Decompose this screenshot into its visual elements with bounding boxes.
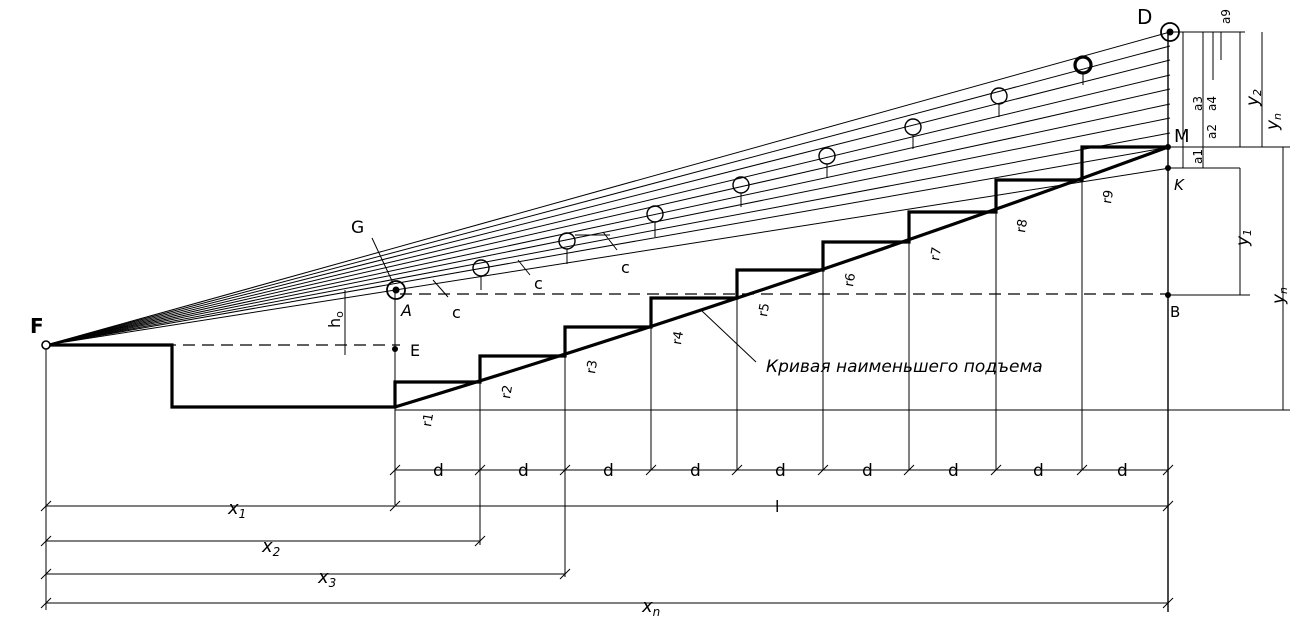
point-E: E bbox=[392, 341, 420, 360]
svg-text:d: d bbox=[1117, 461, 1128, 481]
clearance-labels: c c c bbox=[432, 231, 630, 322]
point-F: F bbox=[30, 314, 51, 350]
svg-text:yn: yn bbox=[1269, 287, 1290, 305]
svg-text:F: F bbox=[30, 314, 44, 338]
svg-text:d: d bbox=[603, 461, 614, 481]
svg-text:a9: a9 bbox=[1219, 9, 1233, 24]
svg-text:B: B bbox=[1170, 303, 1180, 321]
svg-text:r6: r6 bbox=[842, 272, 859, 288]
row-width-dimensions: d d d d d d d d d bbox=[395, 461, 1168, 481]
svg-text:l: l bbox=[775, 497, 779, 516]
svg-text:E: E bbox=[410, 341, 420, 360]
svg-text:G: G bbox=[351, 218, 364, 238]
sightline-fan bbox=[45, 31, 1171, 346]
svg-text:yn: yn bbox=[1263, 113, 1284, 131]
svg-text:r4: r4 bbox=[670, 330, 687, 346]
svg-text:D: D bbox=[1137, 5, 1152, 29]
svg-text:K: K bbox=[1174, 176, 1185, 194]
row-division-lines bbox=[45, 32, 1290, 612]
point-G-A: G A bbox=[351, 218, 412, 320]
svg-text:c: c bbox=[452, 303, 461, 322]
eye-offset-dimension: ho bbox=[325, 290, 346, 355]
svg-text:d: d bbox=[775, 461, 786, 481]
horizontal-distance-dimensions: x1 l x2 x3 xn bbox=[46, 497, 1168, 619]
svg-text:d: d bbox=[433, 461, 444, 481]
svg-text:x3: x3 bbox=[317, 567, 336, 590]
svg-text:a4: a4 bbox=[1205, 96, 1219, 111]
least-rise-curve-label: Кривая наименьшего подъема bbox=[701, 310, 1043, 377]
svg-text:y2: y2 bbox=[1243, 89, 1264, 107]
svg-text:d: d bbox=[690, 461, 701, 481]
svg-text:r1: r1 bbox=[420, 412, 437, 428]
svg-text:d: d bbox=[518, 461, 529, 481]
svg-text:ho: ho bbox=[325, 311, 346, 328]
svg-text:c: c bbox=[534, 274, 543, 293]
svg-text:xn: xn bbox=[641, 596, 660, 619]
svg-text:M: M bbox=[1174, 126, 1190, 147]
riser-labels: r1 r2 r3 r4 r5 r6 r7 r8 r9 bbox=[420, 189, 1117, 428]
svg-text:r3: r3 bbox=[584, 359, 601, 375]
svg-text:x2: x2 bbox=[261, 536, 280, 559]
svg-text:d: d bbox=[1033, 461, 1044, 481]
svg-text:r7: r7 bbox=[928, 246, 945, 262]
dimension-ticks bbox=[40, 464, 1174, 609]
svg-text:r8: r8 bbox=[1014, 218, 1031, 234]
least-rise-curve bbox=[394, 145, 1169, 409]
svg-text:r2: r2 bbox=[499, 384, 516, 400]
spectator-eye-markers bbox=[472, 55, 1093, 290]
svg-text:a2: a2 bbox=[1205, 124, 1219, 139]
svg-text:A: A bbox=[400, 301, 412, 320]
svg-text:a1: a1 bbox=[1191, 149, 1205, 164]
svg-text:x1: x1 bbox=[227, 498, 246, 521]
point-B: B bbox=[1165, 292, 1180, 321]
svg-text:Кривая наименьшего подъема: Кривая наименьшего подъема bbox=[766, 357, 1043, 377]
svg-text:r5: r5 bbox=[756, 302, 773, 318]
svg-text:d: d bbox=[948, 461, 959, 481]
rise-dimension-chain: a1 a2 a3 a4 a9 bbox=[1168, 9, 1290, 296]
svg-text:c: c bbox=[621, 258, 630, 277]
svg-text:y1: y1 bbox=[1233, 229, 1254, 247]
svg-text:r9: r9 bbox=[1100, 189, 1117, 205]
vertical-distance-dimensions: y2 yn y1 yn bbox=[1233, 32, 1290, 410]
svg-text:a3: a3 bbox=[1191, 96, 1205, 111]
svg-text:d: d bbox=[862, 461, 873, 481]
